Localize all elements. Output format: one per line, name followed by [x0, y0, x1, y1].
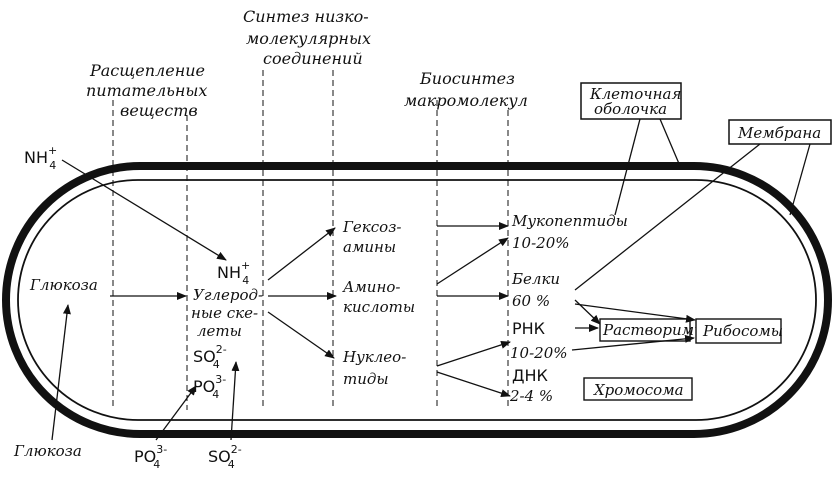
arrow-amino-acids-to-mucopeptides — [436, 237, 509, 285]
cell-wall-pointer-left — [614, 118, 641, 216]
rna-line-2: 10-20% — [510, 344, 568, 362]
glucose-outside-label: Глюкоза — [13, 442, 82, 460]
arrow-nucleotides-to-dna — [436, 371, 511, 397]
proteins-line-2: 60 % — [512, 292, 550, 310]
cell-wall-label-line-1: Клеточная — [589, 85, 681, 103]
carbon-skeletons-line-1: Углерод- — [193, 286, 263, 304]
ammonium-outside: NH+4 — [24, 144, 57, 172]
rna-line-1: РНК — [512, 319, 546, 338]
ribosomes-box — [695, 318, 782, 344]
header-synthesis-line-3: соединений — [263, 49, 363, 68]
dna-line-2: 2-4 % — [509, 387, 553, 405]
arrow-ammonium-inward — [61, 159, 227, 261]
arrow-to-nucleotides — [267, 311, 335, 359]
arrow-proteins-to-ribosomes — [574, 303, 696, 323]
chromosome-label: Хромосома — [593, 381, 684, 399]
cell-wall-pointer-right — [659, 118, 681, 167]
hexosamines-line-2: амины — [343, 238, 396, 256]
mucopeptides-line-2: 10-20% — [512, 234, 570, 252]
header-biosynthesis-line-1: Биосинтез — [419, 69, 515, 88]
header-breakdown-line-3: веществ — [120, 101, 198, 120]
nucleotides-line-1: Нуклео- — [342, 348, 406, 366]
phosphate-outside: PO3-4 — [134, 443, 167, 471]
soluble-box — [599, 318, 691, 342]
arrow-nucleotides-to-rna — [436, 341, 511, 367]
membrane-label: Мембрана — [737, 124, 821, 142]
header-breakdown-line-2: питательных — [86, 81, 207, 100]
svg-text:NH+4: NH+4 — [24, 144, 57, 172]
sulfate-outside: SO2-4 — [208, 443, 242, 471]
membrane-pointer-from-proteins — [574, 143, 761, 291]
cell-wall-label-line-2: оболочка — [594, 100, 667, 118]
header-breakdown: Расщепление питательных веществ — [86, 61, 207, 120]
header-biosynthesis-line-2: макромолекул — [404, 91, 528, 110]
arrow-phosphate-uptake — [155, 385, 197, 441]
header-synthesis-line-1: Синтез низко- — [243, 7, 369, 26]
amino-acids-line-1: Амино- — [342, 278, 400, 296]
arrow-rna-to-ribosomes — [571, 334, 695, 351]
carbon-skeletons-line-3: леты — [197, 322, 242, 340]
soluble-label: Растворимые — [602, 321, 715, 339]
arrow-to-hexosamines — [267, 227, 336, 281]
hexosamines-line-1: Гексоз- — [342, 218, 401, 236]
phosphate-inside: PO3-4 — [193, 373, 226, 401]
carbon-skeletons-line-2: ные ске- — [191, 304, 258, 322]
membrane-box — [728, 119, 832, 145]
sulfate-inside: SO2-4 — [193, 343, 227, 371]
svg-text:NH+4: NH+4 — [217, 259, 250, 287]
mucopeptides-line-1: Мукопептиды — [511, 212, 628, 230]
chromosome-box — [583, 377, 693, 401]
header-breakdown-line-1: Расщепление — [89, 61, 205, 80]
header-low-molecular-synthesis: Синтез низко- молекулярных соединений — [243, 7, 371, 68]
cell-membrane-outline — [17, 179, 817, 421]
membrane-pointer — [789, 143, 811, 216]
arrow-proteins-to-soluble — [574, 299, 601, 325]
ribosomes-label: Рибосомы — [702, 322, 783, 340]
header-synthesis-line-2: молекулярных — [246, 29, 371, 48]
arrow-glucose-uptake — [51, 304, 71, 441]
header-biosynthesis: Биосинтез макромолекул — [404, 69, 528, 110]
glucose-inside-label: Глюкоза — [29, 276, 98, 294]
dna-line-1: ДНК — [512, 366, 549, 385]
amino-acids-line-2: кислоты — [343, 298, 415, 316]
nucleotides-line-2: тиды — [343, 370, 389, 388]
proteins-line-1: Белки — [511, 270, 560, 288]
arrow-sulfate-uptake — [230, 361, 240, 441]
cell-wall-box — [580, 82, 682, 120]
cell-wall-outline — [2, 162, 832, 438]
